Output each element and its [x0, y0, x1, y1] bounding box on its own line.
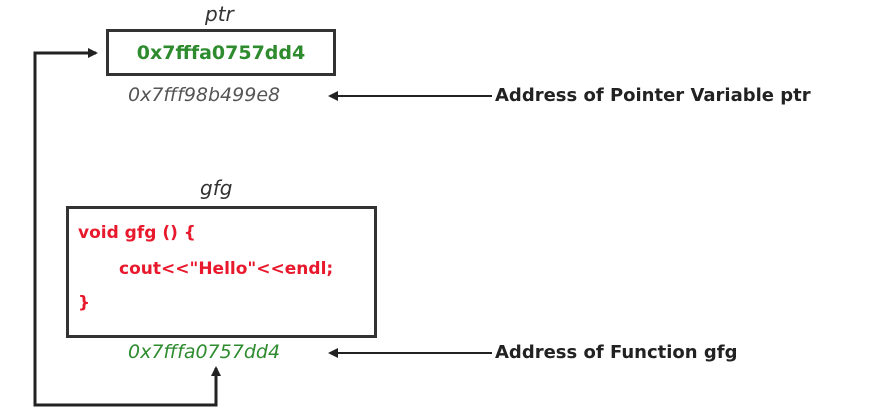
code-line-1: void gfg () { [78, 223, 196, 243]
function-address: 0x7fffa0757dd4 [128, 341, 281, 363]
pointer-address: 0x7fff98b499e8 [128, 84, 281, 106]
pointer-value: 0x7fffa0757dd4 [136, 41, 306, 64]
code-line-3: } [78, 293, 91, 313]
function-name-label: gfg [200, 176, 233, 200]
pointer-name-label: ptr [205, 2, 234, 26]
code-line-2: cout<<"Hello"<<endl; [119, 259, 334, 279]
pointer-address-description: Address of Pointer Variable ptr [495, 85, 811, 106]
pointer-box: 0x7fffa0757dd4 [106, 29, 336, 76]
function-box: void gfg () { cout<<"Hello"<<endl; } [66, 206, 377, 338]
function-address-description: Address of Function gfg [495, 342, 738, 363]
